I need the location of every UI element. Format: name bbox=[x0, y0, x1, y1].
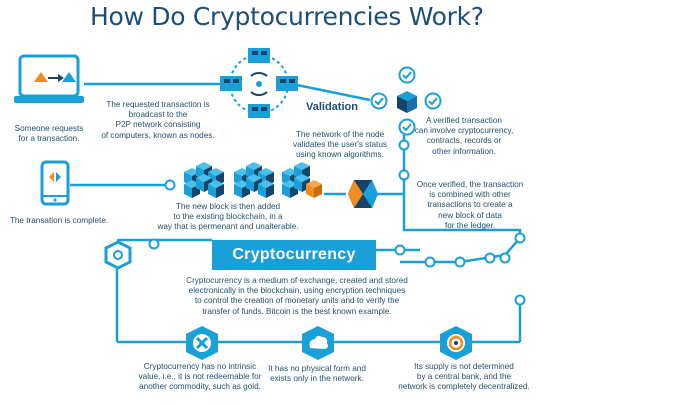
block-cube-right bbox=[216, 184, 224, 198]
checkmark-icon bbox=[424, 92, 442, 110]
p2p-network-icon bbox=[220, 48, 298, 118]
cloud-icon bbox=[302, 326, 334, 360]
cryptocurrency-description: Cryptocurrency is a medium of exchange, … bbox=[186, 276, 408, 316]
new-block-icon bbox=[348, 180, 378, 208]
block-cube-right bbox=[314, 184, 322, 198]
checkmark-icon bbox=[398, 118, 416, 136]
hexagon-icon bbox=[104, 240, 132, 270]
block-cube-left bbox=[282, 184, 290, 198]
block-cube-left bbox=[196, 178, 204, 192]
phone-icon bbox=[40, 160, 70, 206]
block-cube-left bbox=[258, 184, 266, 198]
blockchain-icon bbox=[184, 162, 322, 198]
x-icon bbox=[186, 326, 218, 360]
block-cube-left bbox=[306, 184, 314, 198]
block-cube-right bbox=[266, 184, 274, 198]
validation-label: Validation bbox=[306, 101, 358, 113]
step-complete-text: The transation is complete. bbox=[9, 216, 109, 225]
page-title: How Do Cryptocurrencies Work? bbox=[90, 2, 484, 31]
cryptocurrency-banner: Cryptocurrency bbox=[212, 240, 376, 270]
block-cube-left bbox=[234, 184, 242, 198]
checkmark-icon bbox=[370, 92, 388, 110]
checkmark-icon bbox=[398, 66, 416, 84]
block-cube-left bbox=[294, 178, 302, 192]
block-cube-left bbox=[184, 184, 192, 198]
block-cube-left bbox=[246, 178, 254, 192]
gear-icon bbox=[440, 326, 472, 360]
block-cube-left bbox=[208, 184, 216, 198]
laptop-icon bbox=[14, 54, 84, 103]
cube-icon bbox=[397, 91, 417, 113]
